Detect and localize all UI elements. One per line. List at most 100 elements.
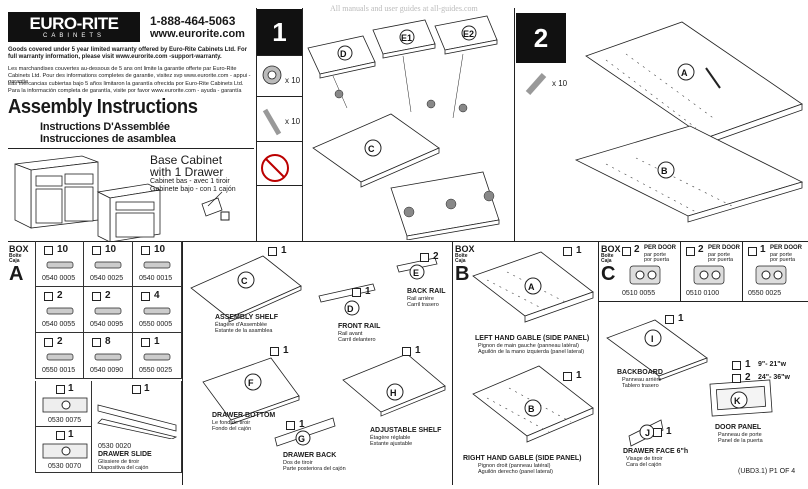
panel-j-label-es: Cara del cajón [626,462,662,468]
logo-name: EURO-RITE [29,13,120,33]
hinge-icon [755,265,787,285]
hinge-per-fr: par porte [644,252,667,258]
bracket-1-code: 0530 0075 [48,417,82,424]
step-1-hardware [261,65,289,182]
panel-k-qty-large: 2 [745,372,751,383]
warranty-es: Las mercancias cubiertas bajo 5 años lim… [8,81,244,94]
product-name-line1: Base Cabinet [150,153,223,167]
step2-part-b-label: B [661,166,668,176]
hardware-qty: 1 [154,336,160,347]
step1-part-d-label: D [340,49,347,59]
hardware-code: 0540 0095 [90,321,124,328]
hinge-per-es: por puerta [644,257,670,263]
panel-a-label: LEFT HAND GABLE (SIDE PANEL) [475,335,590,342]
panel-e-qty: 2 [433,251,439,262]
panel-g-qty: 1 [299,419,305,430]
panel-f-label: DRAWER BOTTOM [212,412,276,419]
drawer-slide-cell: 1 0530 0020 DRAWER SLIDE Glissiere de ti… [92,381,182,473]
title-es: Instrucciones de asamblea [40,133,176,145]
panel-c-label-fr: Étagère d'Assemblée [215,322,268,328]
box-b-header: BOX Boîte Caja B [455,244,475,284]
box-a-es: Caja [9,258,20,264]
panel-c-letter: C [241,276,248,286]
panel-d-label-es: Carril delantero [338,337,376,343]
hardware-cell: 10 0540 0015 [133,241,182,287]
hardware-code: 0550 0005 [139,321,173,328]
hardware-code: 0540 0015 [139,275,173,282]
hinge-per-fr: par porte [708,252,731,258]
panel-b-label: RIGHT HAND GABLE (SIDE PANEL) [463,455,582,462]
box-a-bracket-cell-2: 1 0530 0070 [35,427,92,473]
website: www.eurorite.com [150,28,245,40]
panel-g-letter: G [298,434,305,444]
panel-d-letter: D [347,304,354,314]
panel-c-qty: 1 [281,245,287,256]
panel-i-label: BACKBOARD [617,369,663,376]
panel-k-label-fr: Panneau de porte [718,432,762,438]
product-name-line2: with 1 Drawer [150,165,224,179]
box-c-letter: C [601,263,616,285]
hardware-qty: 10 [57,244,69,255]
panel-h-label-fr: Étagère réglable [370,435,411,441]
box-c-panels-diagram: I J K [606,319,773,447]
hardware-code: 0540 0025 [90,275,124,282]
hardware-qty: 2 [57,336,63,347]
step1-part-c-label: C [368,144,375,154]
panel-b-qty: 1 [576,370,582,381]
box-a-bracket-cell-1: 1 0530 0075 [35,381,92,427]
step2-part-a-label: A [681,68,688,78]
hardware-qty: 10 [154,244,166,255]
panel-a-letter: A [528,282,535,292]
panel-h-qty: 1 [415,345,421,356]
step-1-diagram: D E1 E2 C [307,15,500,240]
box-b-letter: B [455,263,470,285]
panel-k-label-es: Panel de la puerta [718,438,763,444]
hardware-qty: 10 [105,244,117,255]
hinge-icon [693,265,725,285]
slide-label-es: Diapositiva del cajón [98,465,149,471]
panel-j-letter: J [645,428,650,438]
hardware-qty: 8 [105,336,111,347]
box-b-word: BOX [455,244,475,254]
cap-covers-icon [143,353,171,361]
screw-bolt-icon [46,261,74,269]
panel-g-label-es: Parte posteriora del cajón [283,466,346,472]
panel-j-label-fr: Visage de tiroir [626,456,663,462]
panel-j-qty: 1 [666,426,672,437]
hinge-code: 0510 0100 [686,290,720,297]
slide-label-fr: Glissiere de tiroir [98,459,140,465]
hardware-qty: 4 [154,290,160,301]
panel-c-label-es: Estante de la asamblea [215,328,273,334]
cabinet-illustration [14,155,230,242]
door-bumper-icon [94,307,122,315]
step-1-qty-dowel: x 10 [285,117,301,126]
box-c-fr: Boîte [601,253,614,259]
step-1-number: 1 [257,9,302,55]
hinge-qty: 2 [634,244,640,255]
panel-b-letter: B [528,404,535,414]
step-2-number: 2 [516,13,566,63]
box-a-fr: Boîte [9,253,22,259]
step-2-dowel-icon [525,73,547,95]
panel-i-label-fr: Panneau arrière [622,377,662,383]
corner-bracket-icon [46,353,74,361]
dowel-icon [143,261,171,269]
step1-part-e1-label: E1 [401,33,412,43]
box-b-panels-diagram: A B [472,251,594,443]
hardware-cell: 4 0550 0005 [133,287,182,333]
panel-f-letter: F [248,378,254,388]
panel-h-label-es: Estante ajustable [370,441,413,447]
panel-g-label: DRAWER BACK [283,452,337,459]
hinge-qty: 1 [760,244,766,255]
warranty-fr: Les marchandises couvertes au-dessous de… [8,66,251,85]
hinge-per: PER DOOR [708,245,741,251]
slide-qty: 1 [144,383,150,394]
hardware-code: 0540 0055 [42,321,76,328]
panel-h-label: ADJUSTABLE SHELF [370,427,442,434]
panel-d-label-fr: Rail avant [338,331,363,337]
panel-f-label-fr: Le fond de tiroir [212,420,251,426]
panel-d-qty: 1 [365,286,371,297]
step-1-qty-cam: x 10 [285,76,301,85]
box-a-letter: A [9,263,24,285]
